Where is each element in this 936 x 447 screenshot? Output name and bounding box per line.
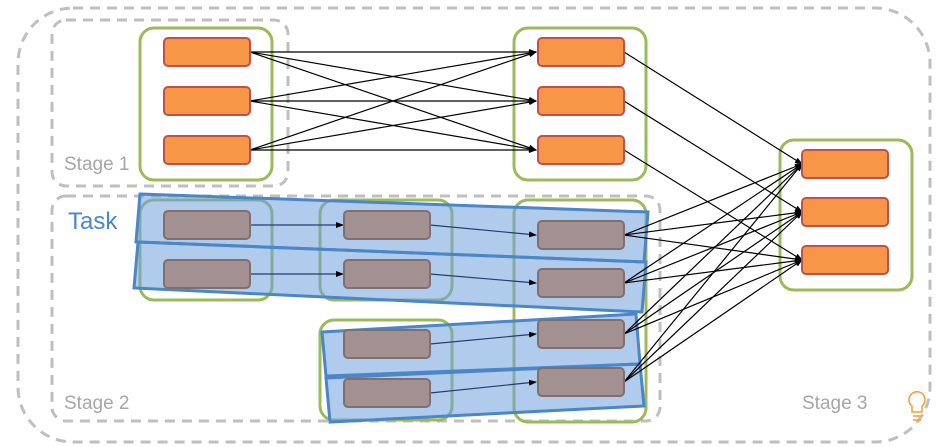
s1a-box-3	[163, 135, 251, 165]
s2c-box-2	[343, 378, 431, 408]
group-stage1-b	[512, 26, 648, 182]
s3-box-2	[801, 197, 889, 227]
arrows-stage1-to-stage3	[623, 51, 803, 261]
gray-boxes	[163, 210, 625, 408]
s2d-box-2	[537, 268, 625, 298]
task-label: Task	[68, 208, 118, 235]
stage3-label: Stage 3	[802, 393, 868, 414]
s2d-box-3	[537, 319, 625, 349]
s2a-box-2	[163, 259, 251, 289]
s3-box-1	[801, 149, 889, 179]
s1b-box-3	[537, 135, 625, 165]
s1b-box-1	[537, 37, 625, 67]
arrows-shuffle-1	[249, 49, 537, 153]
s2c-box-1	[343, 329, 431, 359]
s1a-box-2	[163, 86, 251, 116]
arrows-shuffle-2	[623, 163, 803, 383]
stage2-label: Stage 2	[64, 393, 130, 414]
stage3-boundary	[16, 6, 932, 444]
lightbulb-icon	[908, 391, 926, 421]
s2d-box-1	[537, 220, 625, 250]
s1b-box-2	[537, 86, 625, 116]
group-stage2-d	[512, 198, 648, 424]
s3-box-3	[801, 245, 889, 275]
s2a-box-1	[163, 210, 251, 240]
group-stage1-a	[138, 26, 274, 182]
s2b-box-1	[343, 210, 431, 240]
stage1-label: Stage 1	[64, 154, 130, 175]
s2d-box-4	[537, 367, 625, 397]
s1a-box-1	[163, 37, 251, 67]
stage1-boundary	[50, 18, 290, 188]
arrows-pipeline	[250, 222, 537, 394]
s2b-box-2	[343, 259, 431, 289]
orange-boxes	[163, 37, 889, 275]
